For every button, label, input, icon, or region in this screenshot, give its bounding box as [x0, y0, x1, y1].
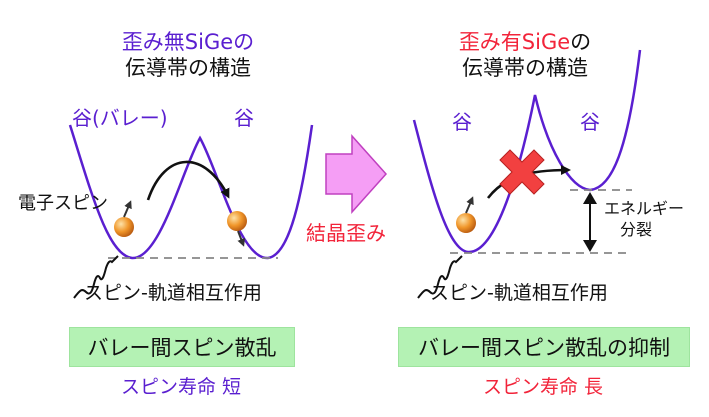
right-spin-orbit-label: スピン-軌道相互作用 [430, 282, 608, 304]
left-lifetime: スピン寿命 短 [120, 376, 242, 398]
left-electron-1 [114, 217, 134, 237]
right-title-strained: 歪み有SiGe [458, 30, 571, 54]
left-spin-arrow-2 [237, 230, 245, 247]
energy-split-label-line1: エネルギー [604, 199, 685, 218]
left-title-line2: 伝導帯の構造 [125, 56, 251, 80]
blocked-cross-icon [499, 149, 545, 195]
right-wavy-line [417, 255, 463, 299]
left-spin-arrow-1 [123, 200, 132, 218]
right-scattering-box: バレー間スピン散乱の抑制 [398, 327, 690, 367]
electron-spin-label: 電子スピン [18, 193, 108, 214]
right-title-line2: 伝導帯の構造 [462, 56, 588, 80]
left-spin-orbit-label: スピン-軌道相互作用 [84, 282, 262, 304]
left-valley-right-label: 谷 [234, 106, 254, 130]
left-scatter-arrow [146, 160, 230, 201]
right-title-line1: 歪み有SiGeの [425, 30, 625, 55]
right-electron [456, 213, 476, 233]
left-valley-label: 谷(バレー) [72, 106, 168, 130]
left-band-curve [68, 124, 314, 260]
right-title-suffix: の [570, 30, 592, 54]
strain-label: 結晶歪み [306, 221, 386, 245]
energy-split-arrow-head-bottom [583, 240, 597, 252]
energy-split-arrow-head-top [583, 192, 597, 204]
right-valley-left-label: 谷 [452, 110, 472, 134]
right-lifetime: スピン寿命 長 [482, 376, 604, 398]
right-spin-arrow [465, 196, 474, 214]
strain-arrow [325, 134, 388, 214]
left-scattering-box: バレー間スピン散乱 [69, 327, 295, 367]
left-wavy-line [73, 255, 119, 299]
right-band-curve [412, 49, 642, 254]
left-electron-2 [227, 211, 247, 231]
right-valley-right-label: 谷 [580, 110, 600, 134]
left-title-line1: 歪み無SiGeの [121, 30, 255, 54]
energy-split-label-line2: 分裂 [620, 220, 653, 239]
